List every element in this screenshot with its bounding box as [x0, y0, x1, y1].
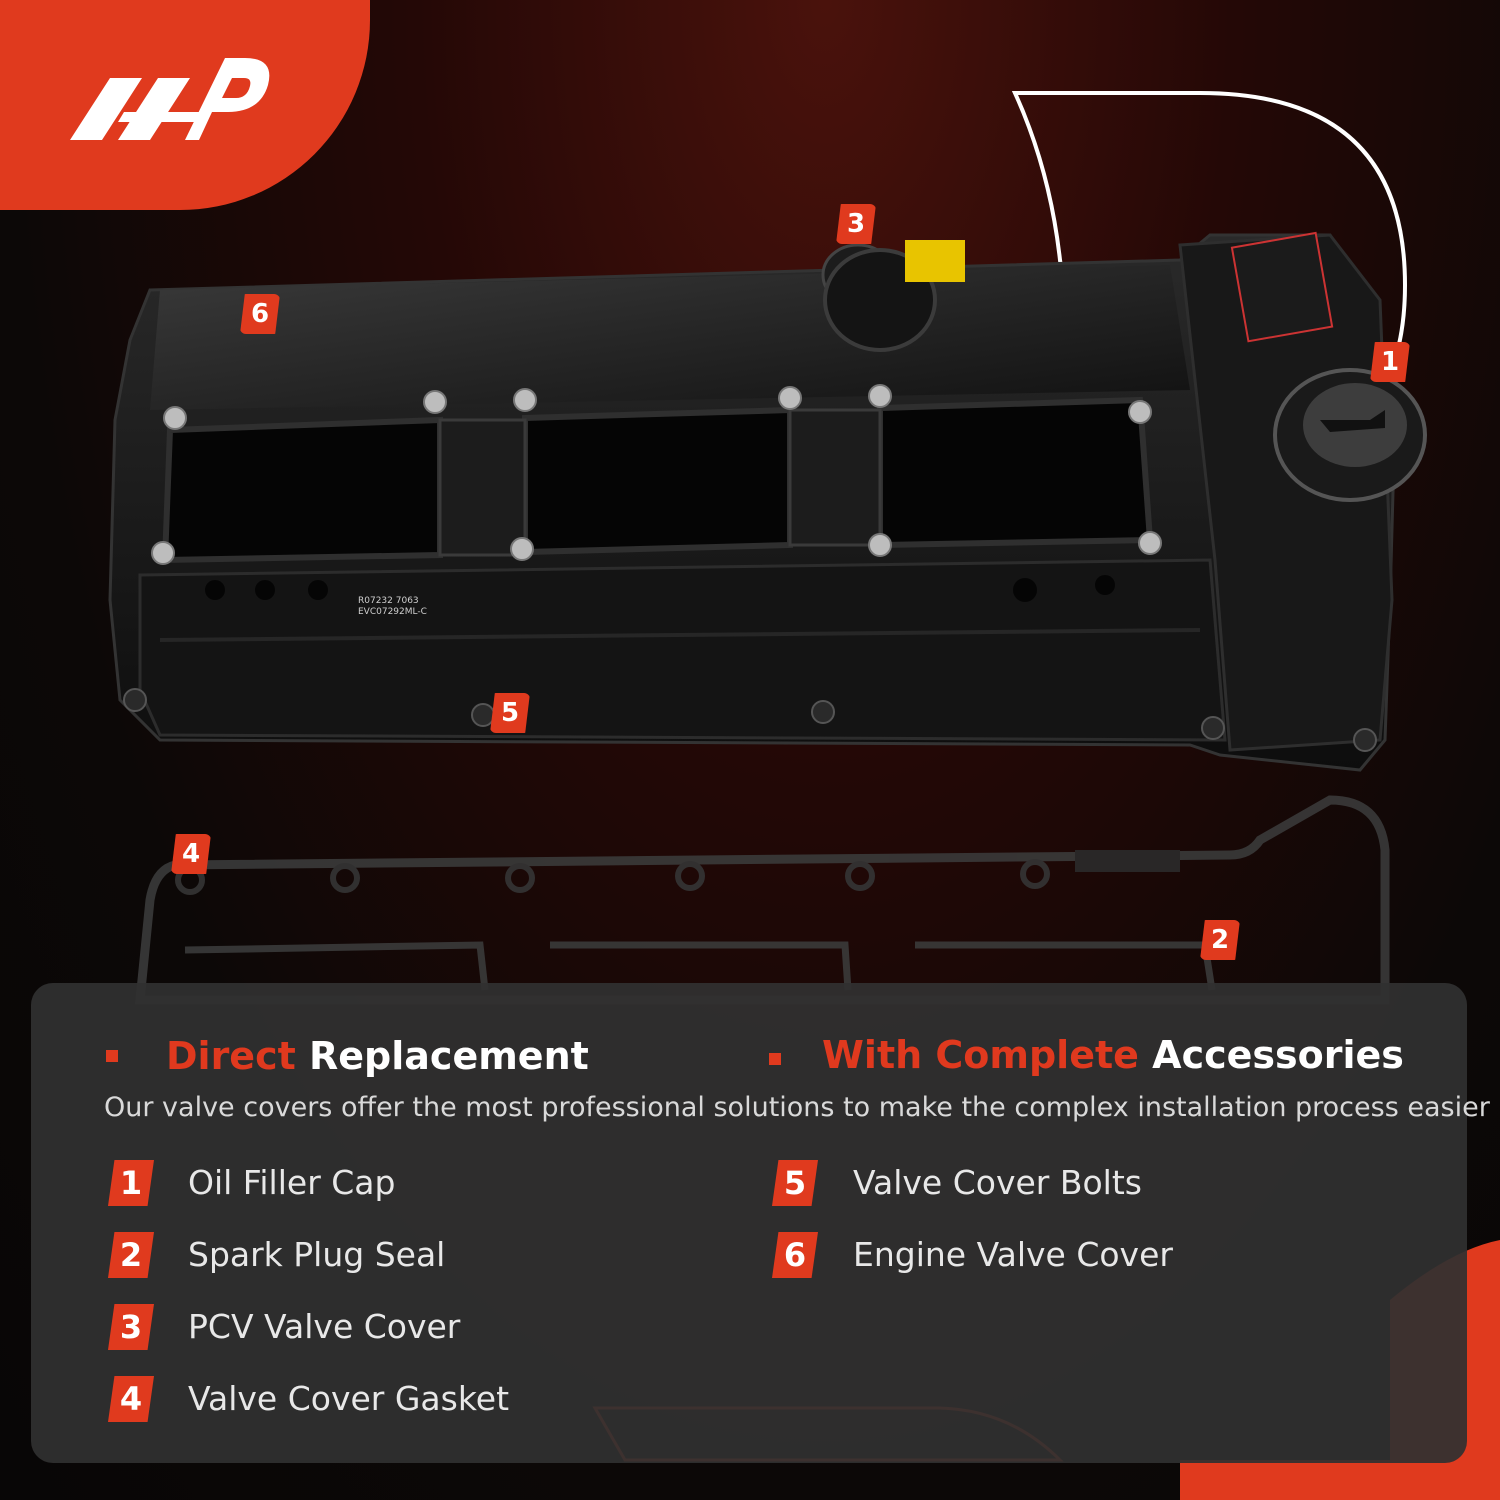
item-number-6: 6: [772, 1232, 818, 1278]
panel-subtitle: Our valve covers offer the most professi…: [104, 1092, 1490, 1123]
bullet-right: [769, 1053, 781, 1065]
item-number-2: 2: [108, 1232, 154, 1278]
item-label-engine-valve-cover: Engine Valve Cover: [853, 1235, 1173, 1274]
part-code-1: R07232 7063: [358, 596, 419, 606]
brand-logo-icon: [70, 58, 270, 140]
pcv-valve-cover: [821, 240, 965, 352]
item-label-valve-cover-bolts: Valve Cover Bolts: [853, 1163, 1142, 1202]
brand-logo-block: [0, 0, 370, 210]
bullet-left: [106, 1050, 118, 1062]
oil-filler-cap: [1273, 368, 1427, 502]
callout-5: 5: [490, 693, 530, 733]
part-code-2: EVC07292ML-C: [358, 607, 427, 617]
callout-3: 3: [836, 204, 876, 244]
item-label-spark-plug-seal: Spark Plug Seal: [188, 1235, 446, 1274]
heading-complete-accessories: With Complete Accessories: [822, 1033, 1404, 1077]
item-label-oil-filler-cap: Oil Filler Cap: [188, 1163, 396, 1202]
item-number-4: 4: [108, 1376, 154, 1422]
engine-valve-cover: R07232 7063 EVC07292ML-C: [108, 231, 1427, 772]
callout-4: 4: [171, 834, 211, 874]
heading-direct-replacement: Direct Replacement: [166, 1034, 589, 1078]
callout-6: 6: [240, 294, 280, 334]
item-number-5: 5: [772, 1160, 818, 1206]
item-number-1: 1: [108, 1160, 154, 1206]
valve-cover-gasket: [135, 795, 1390, 1005]
item-label-valve-cover-gasket: Valve Cover Gasket: [188, 1379, 510, 1418]
callout-2: 2: [1200, 920, 1240, 960]
item-number-3: 3: [108, 1304, 154, 1350]
callout-1: 1: [1370, 342, 1410, 382]
item-label-pcv-valve-cover: PCV Valve Cover: [188, 1307, 461, 1346]
info-panel: [31, 983, 1467, 1463]
